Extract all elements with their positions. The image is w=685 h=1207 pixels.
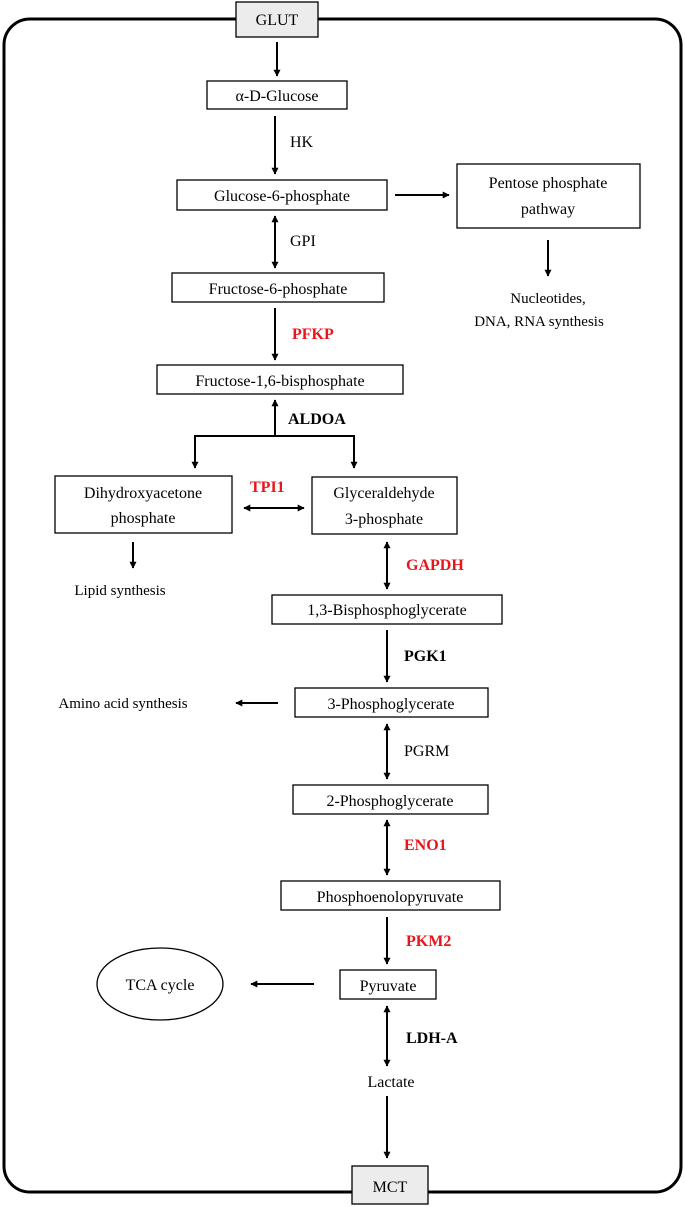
node-phosphoenolpyruvate: Phosphoenolopyruvate [280,880,501,911]
node-dihydroxyacetone-phosphate: Dihydroxyacetone phosphate [54,475,233,534]
svg-text:α-D-Glucose: α-D-Glucose [235,88,318,105]
svg-text:3-phosphate: 3-phosphate [345,511,423,528]
svg-text:Glyceraldehyde: Glyceraldehyde [333,485,434,502]
svg-text:Fructose-1,6-bisphosphate: Fructose-1,6-bisphosphate [195,373,364,390]
node-lactate: Lactate [367,1074,414,1091]
svg-text:pathway: pathway [521,201,575,218]
aldoa-split-line [194,435,355,466]
enzyme-ldh-a: LDH-A [406,1030,458,1047]
enzyme-aldoa: ALDOA [288,411,346,428]
node-fructose-6-phosphate: Fructose-6-phosphate [171,272,385,303]
node-tca-cycle: TCA cycle [96,947,224,1021]
product-nucleotides: Nucleotides, [510,291,585,307]
enzyme-eno1: ENO1 [404,837,447,854]
node-glucose-6-phosphate: Glucose-6-phosphate [176,179,388,211]
mct-transporter: MCT [351,1165,429,1205]
svg-text:Pyruvate: Pyruvate [360,978,417,995]
enzyme-gpi: GPI [290,233,316,250]
svg-text:Fructose-6-phosphate: Fructose-6-phosphate [209,281,348,298]
node-fructose-1-6-bisphosphate: Fructose-1,6-bisphosphate [156,364,404,395]
mct-label: MCT [373,1179,408,1196]
node-2-phosphoglycerate: 2-Phosphoglycerate [292,784,489,815]
enzyme-gapdh: GAPDH [406,557,464,574]
product-amino-acid-synthesis: Amino acid synthesis [58,696,187,712]
svg-text:Glucose-6-phosphate: Glucose-6-phosphate [214,188,350,205]
svg-text:Pentose phosphate: Pentose phosphate [489,175,608,192]
svg-text:1,3-Bisphosphoglycerate: 1,3-Bisphosphoglycerate [307,602,467,619]
glut-label: GLUT [256,12,299,29]
node-3-phosphoglycerate: 3-Phosphoglycerate [294,687,489,718]
glut-transporter: GLUT [235,1,319,38]
node-glyceraldehyde-3-phosphate: Glyceraldehyde 3-phosphate [311,476,458,535]
svg-text:phosphate: phosphate [111,510,176,527]
node-pyruvate: Pyruvate [339,969,437,1000]
svg-text:3-Phosphoglycerate: 3-Phosphoglycerate [327,696,454,713]
enzyme-hk: HK [290,134,314,151]
enzyme-pkm2: PKM2 [406,933,451,950]
enzyme-tpi1: TPI1 [250,479,285,496]
node-1-3-bisphosphoglycerate: 1,3-Bisphosphoglycerate [271,594,503,625]
svg-text:Dihydroxyacetone: Dihydroxyacetone [84,485,202,502]
enzyme-pgrm: PGRM [404,743,449,760]
cell-membrane [2,17,683,1194]
product-dna-rna-synthesis: DNA, RNA synthesis [474,314,604,330]
svg-text:Phosphoenolopyruvate: Phosphoenolopyruvate [317,889,464,906]
enzyme-pfkp: PFKP [292,326,334,343]
enzyme-pgk1: PGK1 [404,648,447,665]
svg-text:TCA cycle: TCA cycle [126,977,195,994]
node-pentose-phosphate-pathway: Pentose phosphate pathway [456,163,641,229]
product-lipid-synthesis: Lipid synthesis [74,583,165,599]
node-glucose: α-D-Glucose [206,80,348,110]
svg-text:2-Phosphoglycerate: 2-Phosphoglycerate [326,793,453,810]
